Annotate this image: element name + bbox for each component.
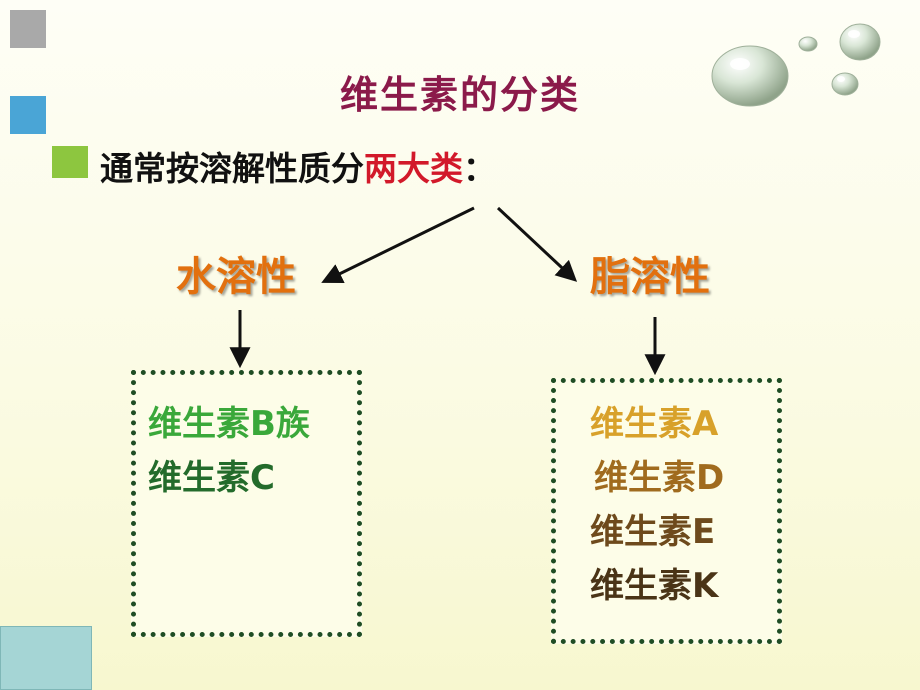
water-soluble-box <box>131 370 362 637</box>
category-water-soluble: 水溶性 <box>176 254 296 300</box>
list-item: 维生素B族 <box>148 404 310 444</box>
subtitle-text: 通常按溶解性质分 <box>100 149 364 188</box>
list-item: 维生素C <box>148 458 275 498</box>
fat-soluble-box <box>551 378 782 644</box>
water-drops-icon <box>711 23 881 107</box>
subtitle: 通常按溶解性质分两大类： <box>100 142 496 190</box>
list-item: 维生素A <box>590 404 719 444</box>
corner-square-gray <box>10 10 46 48</box>
list-item: 维生素E <box>590 512 716 552</box>
category-fat-soluble: 脂溶性 <box>590 254 710 300</box>
list-item: 维生素D <box>594 458 725 498</box>
subtitle-highlight: 两大类 <box>364 149 463 188</box>
list-item: 维生素K <box>590 566 719 606</box>
arrow-icon <box>321 206 475 284</box>
corner-square-blue <box>10 96 46 134</box>
bullet-square <box>52 146 88 178</box>
subtitle-colon: ： <box>463 149 496 188</box>
slide-title: 维生素的分类 <box>339 73 580 117</box>
arrow-icon <box>496 206 578 282</box>
